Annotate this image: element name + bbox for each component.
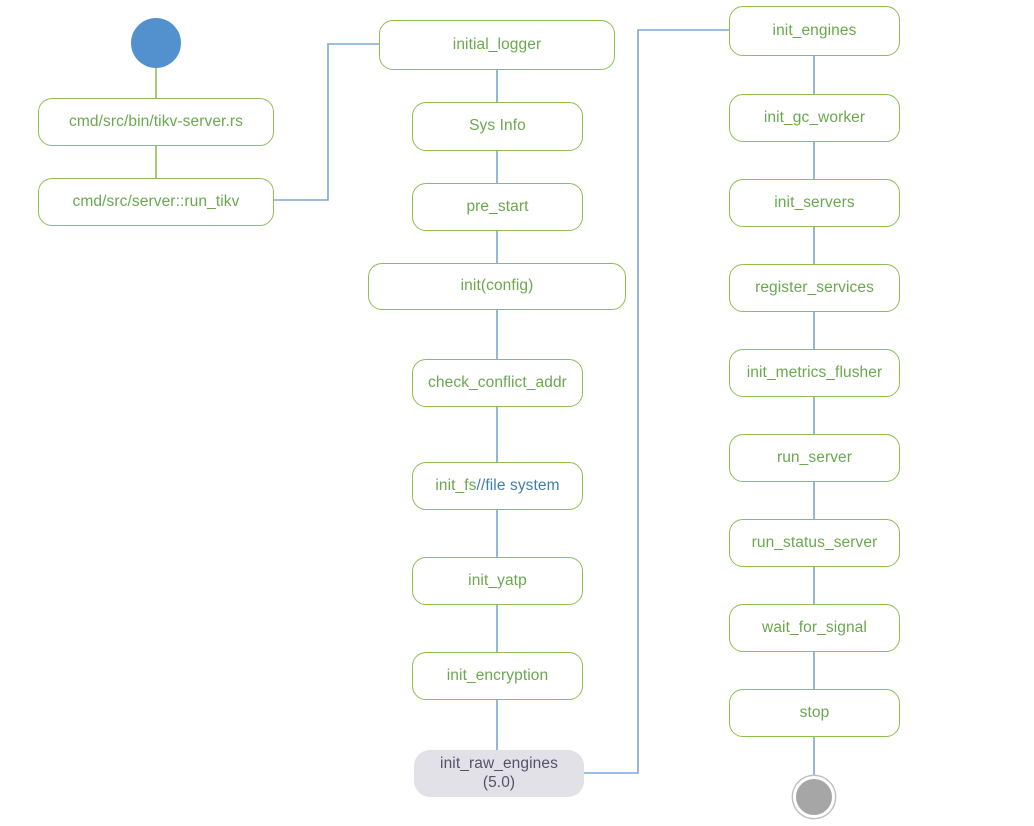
- node-init-raw-engines-sublabel: (5.0): [482, 773, 516, 791]
- edge-run-tikv-to-initial-logger: [274, 43, 380, 201]
- node-stop[interactable]: stop: [729, 689, 900, 737]
- node-run-status-server[interactable]: run_status_server: [729, 519, 900, 567]
- node-run-server[interactable]: run_server: [729, 434, 900, 482]
- node-init-raw-engines[interactable]: init_raw_engines (5.0): [414, 750, 584, 797]
- node-init-raw-engines-label: init_raw_engines: [440, 754, 558, 772]
- node-tikv-server-rs[interactable]: cmd/src/bin/tikv-server.rs: [38, 98, 274, 146]
- node-init-yatp[interactable]: init_yatp: [412, 557, 583, 605]
- node-check-conflict-addr[interactable]: check_conflict_addr: [412, 359, 583, 407]
- node-register-services[interactable]: register_services: [729, 264, 900, 312]
- edge-init-raw-engines-to-init-engines: [583, 29, 730, 774]
- node-pre-start[interactable]: pre_start: [412, 183, 583, 231]
- node-init-gc-worker[interactable]: init_gc_worker: [729, 94, 900, 142]
- node-init-config[interactable]: init(config): [368, 263, 626, 310]
- node-wait-for-signal[interactable]: wait_for_signal: [729, 604, 900, 652]
- node-initial-logger[interactable]: initial_logger: [379, 20, 615, 70]
- node-init-fs-label: init_fs: [435, 476, 477, 494]
- node-run-tikv[interactable]: cmd/src/server::run_tikv: [38, 178, 274, 226]
- node-init-fs[interactable]: init_fs //file system: [412, 462, 583, 510]
- node-init-servers[interactable]: init_servers: [729, 179, 900, 227]
- node-init-engines[interactable]: init_engines: [729, 6, 900, 56]
- node-sys-info[interactable]: Sys Info: [412, 102, 583, 151]
- node-init-fs-comment: //file system: [476, 476, 560, 494]
- node-init-encryption[interactable]: init_encryption: [412, 652, 583, 700]
- end-node[interactable]: [793, 776, 835, 818]
- start-node[interactable]: [131, 18, 181, 68]
- node-init-metrics-flusher[interactable]: init_metrics_flusher: [729, 349, 900, 397]
